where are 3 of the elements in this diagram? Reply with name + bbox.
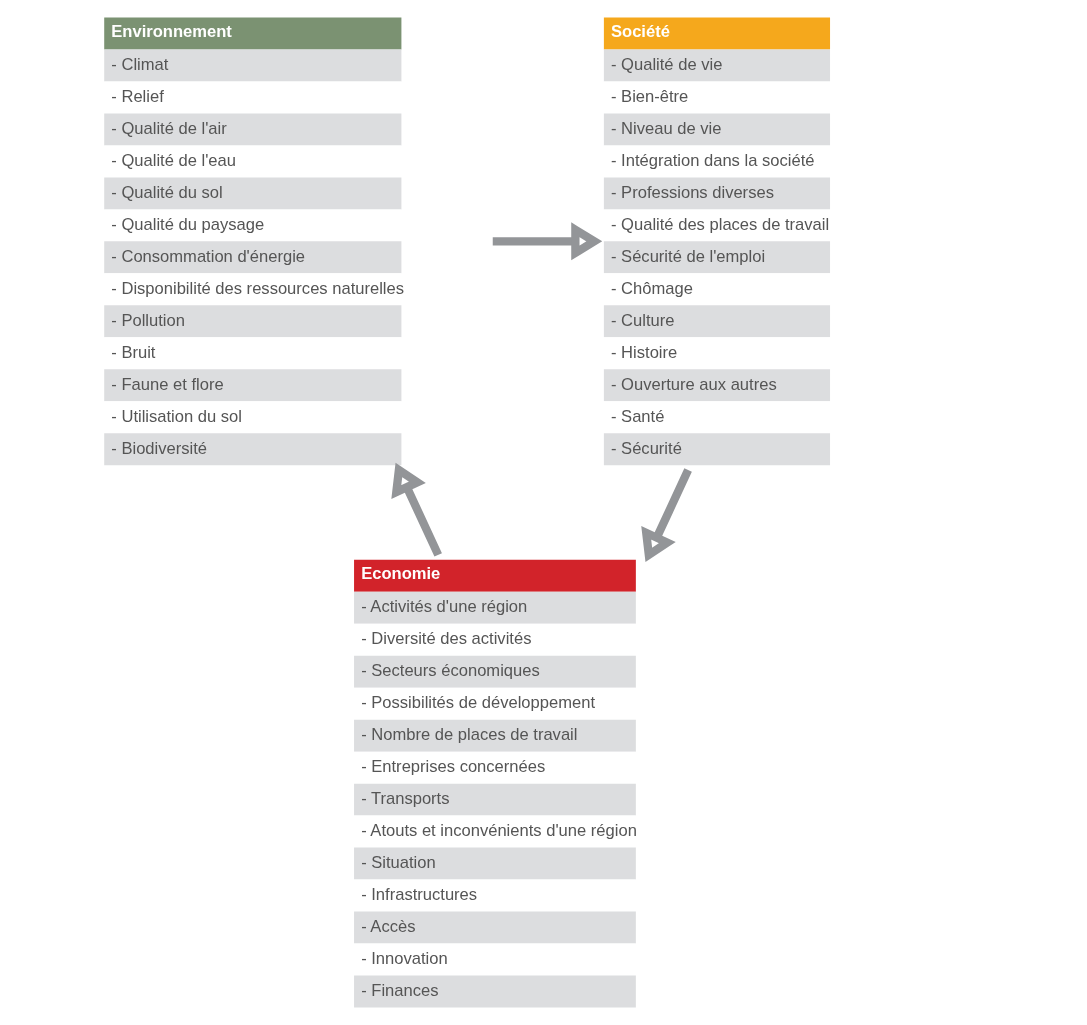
arrow [391,462,442,557]
arrow [641,468,692,563]
arrow [492,222,603,261]
